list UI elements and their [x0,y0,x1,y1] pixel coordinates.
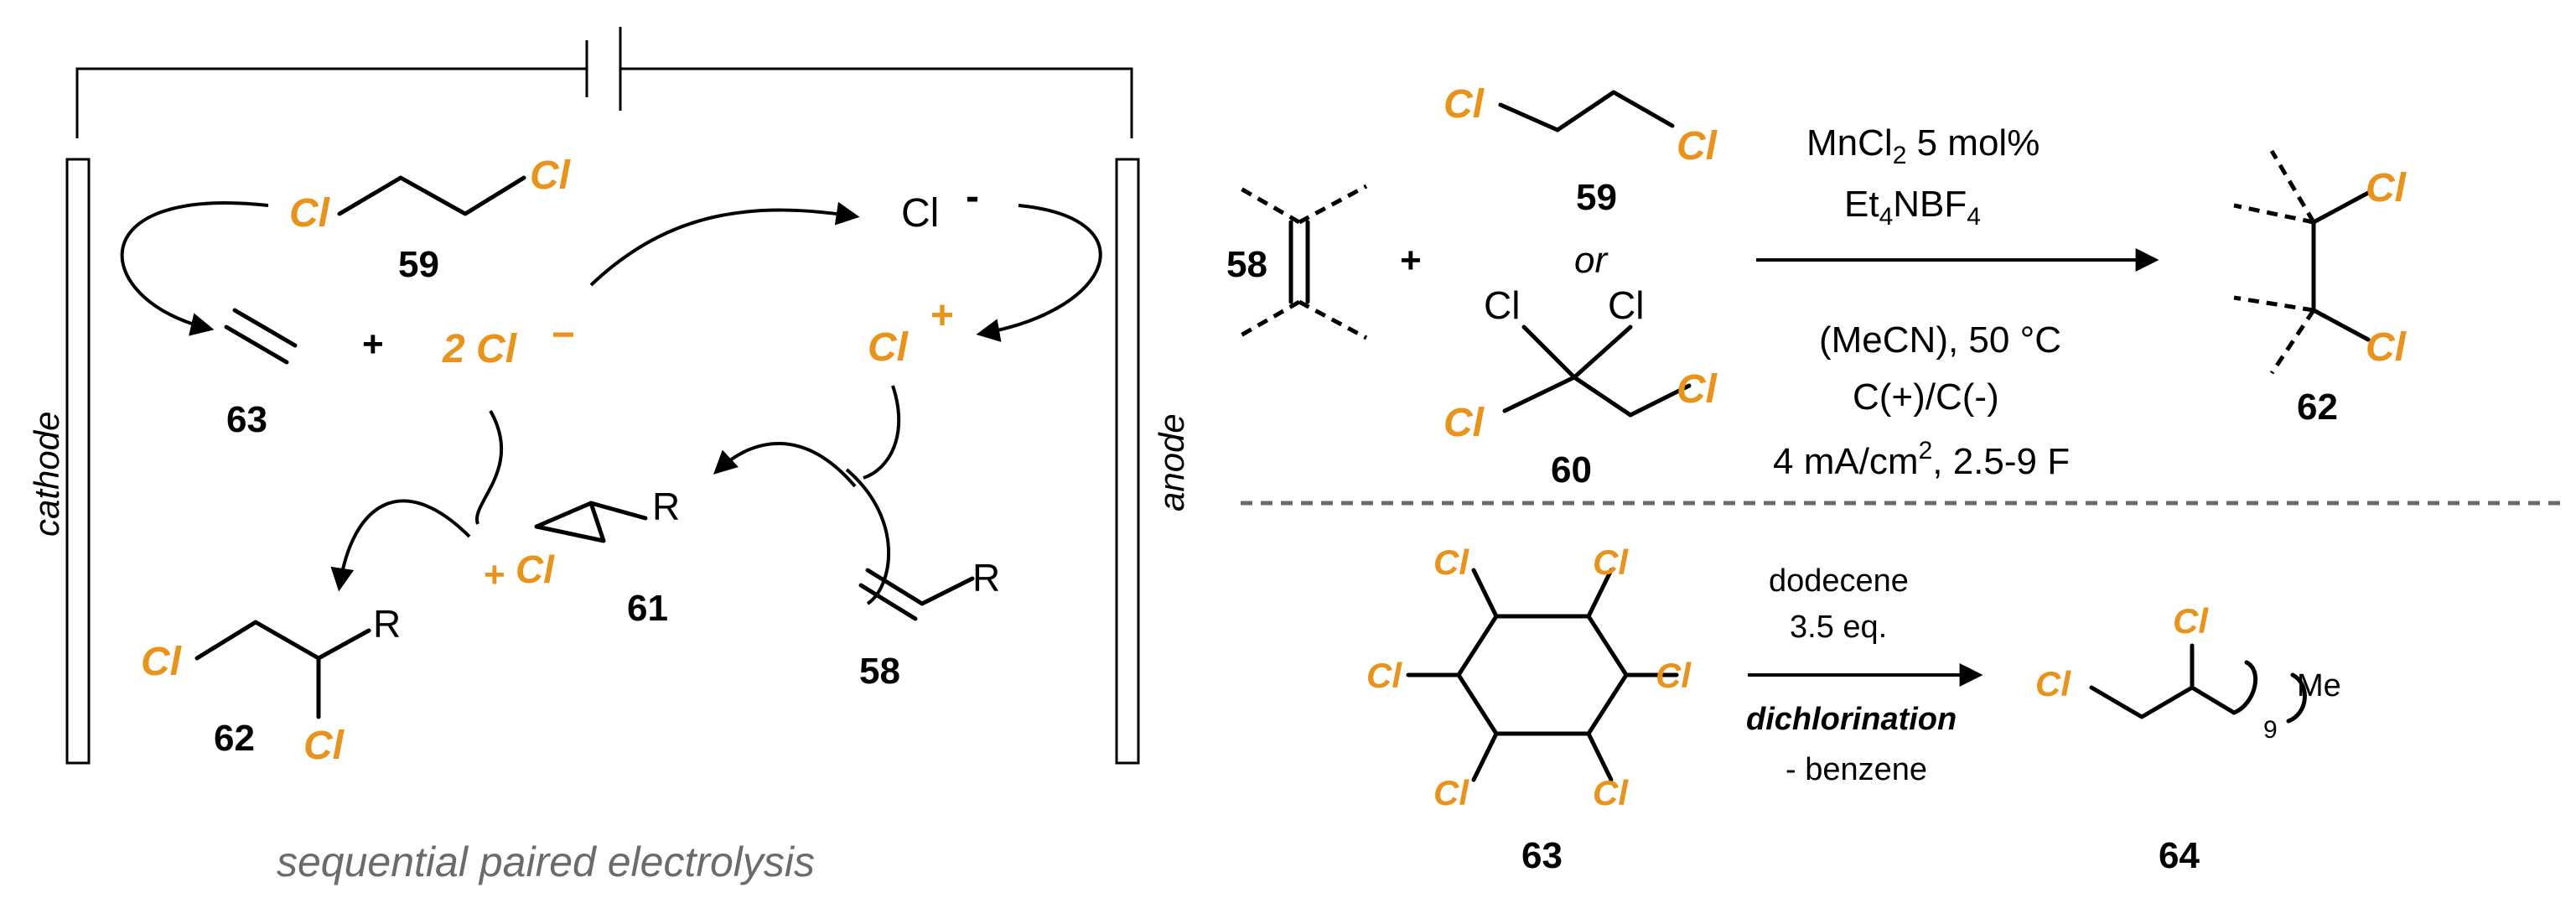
r-group: R [373,602,401,646]
chloronium-61-molecule: R Cl + 61 [484,485,680,629]
reaction-2: Cl Cl Cl Cl Cl Cl 63 dodecene 3.5 eq. di… [1366,542,2341,876]
cl-atom: Cl [1656,656,1692,695]
condition-type: dichlorination [1746,702,1957,737]
condition-equivalents: 3.5 eq. [1790,610,1887,645]
electrophile-arrow-tail [863,385,901,480]
chloride-migration-arrow [589,201,860,287]
compound-label-63: 63 [1521,835,1563,876]
dce-59-molecule: Cl Cl 59 [289,153,572,285]
reaction-1: 58 + Cl Cl 59 or Cl Cl Cl Cl 60 MnCl2 5 … [1226,82,2408,491]
cl-atom: Cl [1593,542,1629,582]
cl-atom: Cl [303,724,345,768]
chain-subscript: 9 [2263,716,2278,744]
cl-atom: Cl [289,191,331,236]
condition-electrodes: C(+)/C(-) [1853,376,1999,418]
cl-atom: Cl [2366,166,2408,210]
external-circuit-wire [75,67,1133,138]
compound-label-64: 64 [2159,835,2200,876]
cl-atom: Cl [1593,773,1629,812]
condition-catalyst: MnCl2 5 mol% [1806,122,2040,169]
dichloride-62-molecule: R Cl Cl 62 [141,602,401,768]
compound-label-62: 62 [214,718,255,759]
r-group: R [652,485,680,528]
chloride-charge: − [552,313,575,357]
plus-sign: + [1400,240,1422,281]
compound-label-61: 61 [627,588,668,629]
compound-label-63: 63 [226,399,267,440]
anode-oxidation-arrow [976,204,1102,342]
compound-label-59: 59 [398,244,439,285]
compound-label-59: 59 [1576,177,1617,218]
cathode-label: cathode [27,412,66,537]
cl-atom: Cl [1433,773,1469,812]
compound-label-58: 58 [1226,244,1267,285]
episulfonium-cl: Cl [516,548,555,591]
cl-atom: Cl [1433,542,1469,582]
generic-alkene-58: 58 [1226,184,1368,340]
condition-byproduct: - benzene [1786,752,1927,787]
cl-atom: Cl [1443,401,1485,445]
r-group: R [972,556,1000,600]
hexachlorocyclohexane-63: Cl Cl Cl Cl Cl Cl 63 [1366,542,1692,876]
condition-current: 4 mA/cm2, 2.5-9 F [1773,437,2070,482]
cl-atom: Cl [530,153,572,198]
cl-label: Cl [1484,283,1520,327]
cell-caption: sequential paired electrolysis [277,838,815,885]
cl-label: Cl [1608,283,1644,327]
cl-atom: Cl [141,640,183,684]
episulfonium-charge: + [484,554,505,595]
ethylene-63-molecule: 63 [224,308,298,440]
alkene-attack-arrow [717,441,891,605]
vicinal-dichloride-62: Cl Cl 62 [2233,149,2408,428]
chloride-attack-arrow-tail [474,410,504,525]
cl-atom: Cl [1443,82,1485,127]
cathode-reduction-arrow [120,201,269,336]
cathode-electrode [65,158,91,765]
chloronium-charge: + [930,293,954,338]
anode-label: anode [1152,413,1191,511]
compound-label-58: 58 [859,651,900,692]
condition-solvent: (MeCN), 50 °C [1819,319,2061,361]
dce-59-reagent: Cl Cl 59 [1443,82,1718,218]
dichlorododecane-64: Cl Cl 9 Me 64 [2035,601,2341,876]
condition-alkene: dodecene [1769,563,1909,599]
cl-atom: Cl [2366,325,2408,370]
two-chloride-ions: 2 Cl [442,327,518,371]
electrochemical-cell: cathode anode sequential paired electrol… [27,27,1191,885]
cl-atom: Cl [1677,367,1718,412]
cl-atom: Cl [1677,124,1718,169]
anode-chloride-charge: - [966,174,979,219]
anode-chloride: Cl [901,191,939,236]
compound-label-62: 62 [2297,387,2338,428]
cl-atom: Cl [1366,656,1402,695]
ring-opening-arrow [330,499,471,592]
tce-60-reagent: Cl Cl Cl Cl 60 [1443,283,1718,491]
condition-electrolyte: Et4NBF4 [1844,184,1981,231]
or-text: or [1574,240,1609,281]
plus-sign: + [362,324,384,365]
compound-label-60: 60 [1551,449,1592,491]
alkene-58-molecule: R 58 [858,556,1000,692]
cl-atom: Cl [2173,601,2209,641]
anode-electrode [1115,158,1140,765]
methyl-label: Me [2297,668,2341,703]
cl-atom: Cl [2035,664,2071,703]
chloronium-cl: Cl [868,325,910,370]
